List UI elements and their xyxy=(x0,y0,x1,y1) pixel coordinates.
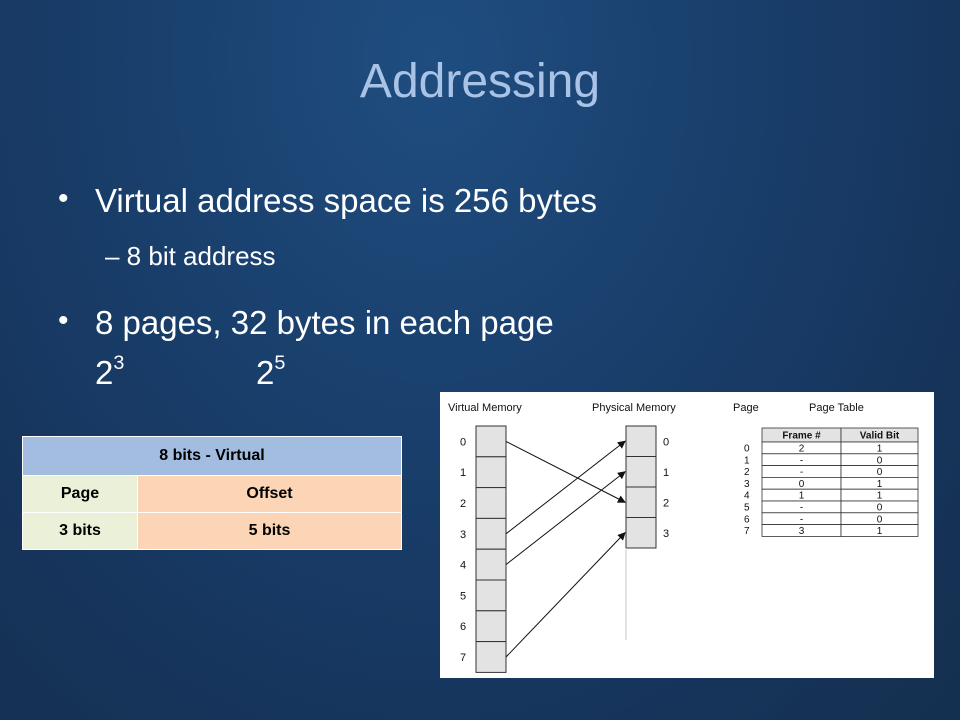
page-table-header: Frame # xyxy=(782,431,821,442)
valid-bit: 0 xyxy=(877,514,883,525)
mapping-arrow xyxy=(505,471,626,565)
physical-frame-cell xyxy=(625,486,657,518)
frame-number: 3 xyxy=(799,526,805,537)
virtual-page-cell xyxy=(475,487,507,519)
bullet-pages: • 8 pages, 32 bytes in each page xyxy=(58,304,554,341)
page-table-page-number: 1 xyxy=(744,455,750,466)
page-table-page-number: 3 xyxy=(744,479,750,490)
page-table-page-number: 2 xyxy=(744,467,750,478)
frame-number: 2 xyxy=(799,444,805,455)
frame-number: - xyxy=(800,503,803,514)
paging-diagram: Virtual Memory Physical Memory Page Page… xyxy=(440,392,934,678)
virtual-page-number: 4 xyxy=(460,560,466,572)
bullet-virtual-space: • Virtual address space is 256 bytes xyxy=(58,182,598,219)
bullet-dot-icon: • xyxy=(58,182,69,215)
exponent-power: 5 xyxy=(274,352,286,374)
virtual-page-cell xyxy=(475,610,507,643)
virtual-page-cell xyxy=(475,517,507,550)
physical-frame-cell xyxy=(625,456,657,488)
bullet-dot-icon: • xyxy=(58,304,69,337)
virtual-page-number: 0 xyxy=(460,436,466,448)
virtual-page-number: 3 xyxy=(460,529,466,541)
physical-frame-number: 2 xyxy=(663,497,669,509)
page-table-page-number: 5 xyxy=(744,503,750,514)
virtual-page-number: 7 xyxy=(460,652,466,664)
sub-bullet-address: – 8 bit address xyxy=(105,241,276,271)
page-label-cell: Page xyxy=(22,475,138,513)
virtual-page-number: 5 xyxy=(460,590,466,602)
page-table-page-number: 0 xyxy=(744,444,750,455)
offset-label-cell: Offset xyxy=(137,475,402,513)
physical-frame-number: 0 xyxy=(663,436,669,448)
virtual-page-cell xyxy=(475,548,507,581)
virtual-page-number: 6 xyxy=(460,621,466,633)
paging-diagram-svg: Virtual Memory Physical Memory Page Page… xyxy=(448,402,919,673)
virtual-page-cell xyxy=(475,579,507,612)
mapping-arrow xyxy=(505,532,626,658)
valid-bit: 1 xyxy=(877,444,883,455)
exponent-base: 2 xyxy=(95,354,114,391)
valid-bit: 1 xyxy=(877,479,883,490)
frame-number: - xyxy=(800,467,803,478)
valid-bit: 0 xyxy=(877,467,883,478)
physical-frame-cell xyxy=(625,517,657,549)
virtual-bits-table: 8 bits - Virtual Page Offset 3 bits 5 bi… xyxy=(22,436,402,550)
page-bits-cell: 3 bits xyxy=(22,512,138,550)
bullet-text: 8 pages, 32 bytes in each page xyxy=(95,304,554,341)
frame-number: 1 xyxy=(799,491,805,502)
physical-frame-cell xyxy=(625,425,657,457)
bullet-text: Virtual address space is 256 bytes xyxy=(95,182,598,219)
physical-frame-number: 3 xyxy=(663,528,669,540)
valid-bit: 0 xyxy=(877,455,883,466)
physical-frame-number: 1 xyxy=(663,467,669,479)
virtual-page-number: 1 xyxy=(460,467,466,479)
exponent-base: 2 xyxy=(256,354,275,391)
valid-bit: 0 xyxy=(877,503,883,514)
exponent-page-count: 23 xyxy=(95,353,124,391)
exponent-page-size: 25 xyxy=(256,353,285,391)
frame-number: 0 xyxy=(799,479,805,490)
virtual-page-cell xyxy=(475,456,507,489)
frame-number: - xyxy=(800,455,803,466)
page-table-label: Page Table xyxy=(809,402,864,414)
frame-number: - xyxy=(800,514,803,525)
virtual-memory-label: Virtual Memory xyxy=(448,402,522,414)
valid-bit: 1 xyxy=(877,526,883,537)
page-label: Page xyxy=(733,402,759,414)
exponent-power: 3 xyxy=(113,352,125,374)
page-table-page-number: 6 xyxy=(744,514,750,525)
valid-bit: 1 xyxy=(877,491,883,502)
offset-bits-cell: 5 bits xyxy=(137,512,402,550)
mapping-arrow xyxy=(505,440,626,503)
page-table-page-number: 4 xyxy=(744,491,750,502)
mapping-arrow xyxy=(505,440,626,535)
virtual-page-cell xyxy=(475,641,507,673)
slide-title: Addressing xyxy=(359,55,601,108)
physical-memory-label: Physical Memory xyxy=(592,402,676,414)
virtual-page-number: 2 xyxy=(460,498,466,510)
table-header: 8 bits - Virtual xyxy=(22,436,402,476)
virtual-page-cell xyxy=(475,425,507,458)
page-table-page-number: 7 xyxy=(744,526,750,537)
page-table-cell xyxy=(840,524,919,537)
page-table-header: Valid Bit xyxy=(860,431,900,442)
